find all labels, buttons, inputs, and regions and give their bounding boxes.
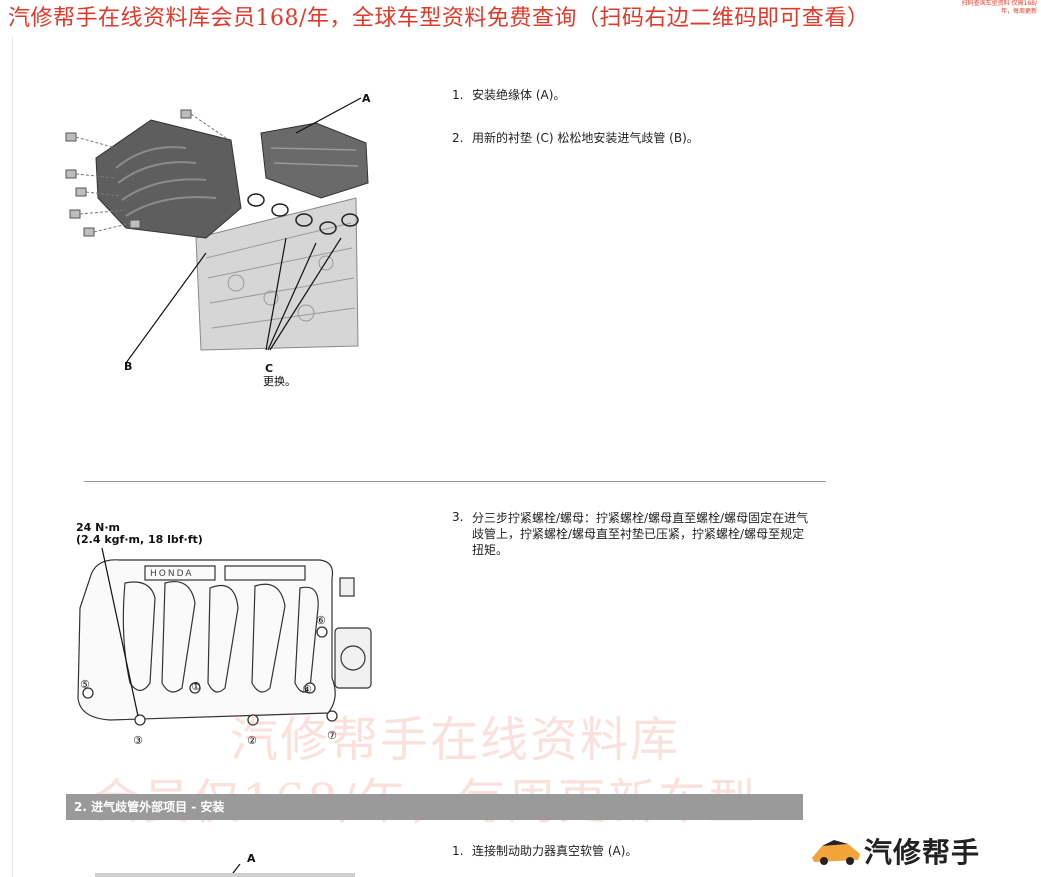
logo-text: 汽修帮手 bbox=[864, 836, 981, 869]
torque-spec: 24 N·m (2.4 kgf·m, 18 lbf·ft) bbox=[76, 522, 203, 546]
bolt-number: ② bbox=[247, 734, 257, 747]
torque-value: 24 N·m bbox=[76, 521, 120, 534]
figure1-label-b: B bbox=[124, 360, 133, 373]
bolt-number: ⑦ bbox=[327, 729, 337, 742]
step-text: 连接制动助力器真空软管 (A)。 bbox=[472, 844, 638, 858]
corner-qr-note: 扫码查询车型资料 仅需168/年，每周更新 bbox=[961, 0, 1037, 15]
figure3-label-a: A bbox=[247, 852, 256, 865]
bolt-number: ⑥ bbox=[316, 614, 326, 627]
section-divider bbox=[84, 481, 826, 482]
section-header: 2. 进气歧管外部项目 - 安装 bbox=[66, 794, 803, 820]
figure1-label-c: C bbox=[265, 362, 274, 375]
step-item: 1. 连接制动助力器真空软管 (A)。 bbox=[452, 842, 637, 859]
torque-value-alt: (2.4 kgf·m, 18 lbf·ft) bbox=[76, 533, 203, 546]
figure1-label-c-note: 更换。 bbox=[263, 375, 296, 388]
step-number: 2. bbox=[452, 131, 464, 145]
step-text: 用新的衬垫 (C) 松松地安装进气歧管 (B)。 bbox=[472, 131, 699, 145]
step-number: 1. bbox=[452, 844, 464, 858]
step-item: 1. 安装绝缘体 (A)。 bbox=[452, 86, 565, 103]
step-number: 3. bbox=[452, 510, 464, 524]
intake-manifold-exploded-diagram bbox=[65, 97, 369, 364]
brand-emboss: HONDA bbox=[150, 569, 194, 579]
step-text: 分三步拧紧螺栓/螺母：拧紧螺栓/螺母直至螺栓/螺母固定在进气歧管上，拧紧螺栓/螺… bbox=[472, 511, 809, 557]
bolt-number: ① bbox=[191, 680, 201, 693]
page-left-border bbox=[12, 36, 13, 877]
vacuum-hose-diagram bbox=[95, 864, 355, 877]
car-logo-icon bbox=[812, 840, 860, 865]
step-number: 1. bbox=[452, 88, 464, 102]
bolt-number: ③ bbox=[133, 734, 143, 747]
step-text: 安装绝缘体 (A)。 bbox=[472, 88, 566, 102]
tightening-sequence-diagram bbox=[77, 548, 372, 726]
bolt-number: ④ bbox=[302, 683, 312, 696]
bolt-number: ⑤ bbox=[80, 678, 90, 691]
figure1-label-a: A bbox=[362, 92, 371, 105]
brand-logo: 汽修帮手 bbox=[808, 833, 980, 869]
promo-banner: 汽修帮手在线资料库会员168/年，全球车型资料免费查询（扫码右边二维码即可查看） bbox=[8, 6, 870, 31]
step-item: 2. 用新的衬垫 (C) 松松地安装进气歧管 (B)。 bbox=[452, 129, 699, 146]
